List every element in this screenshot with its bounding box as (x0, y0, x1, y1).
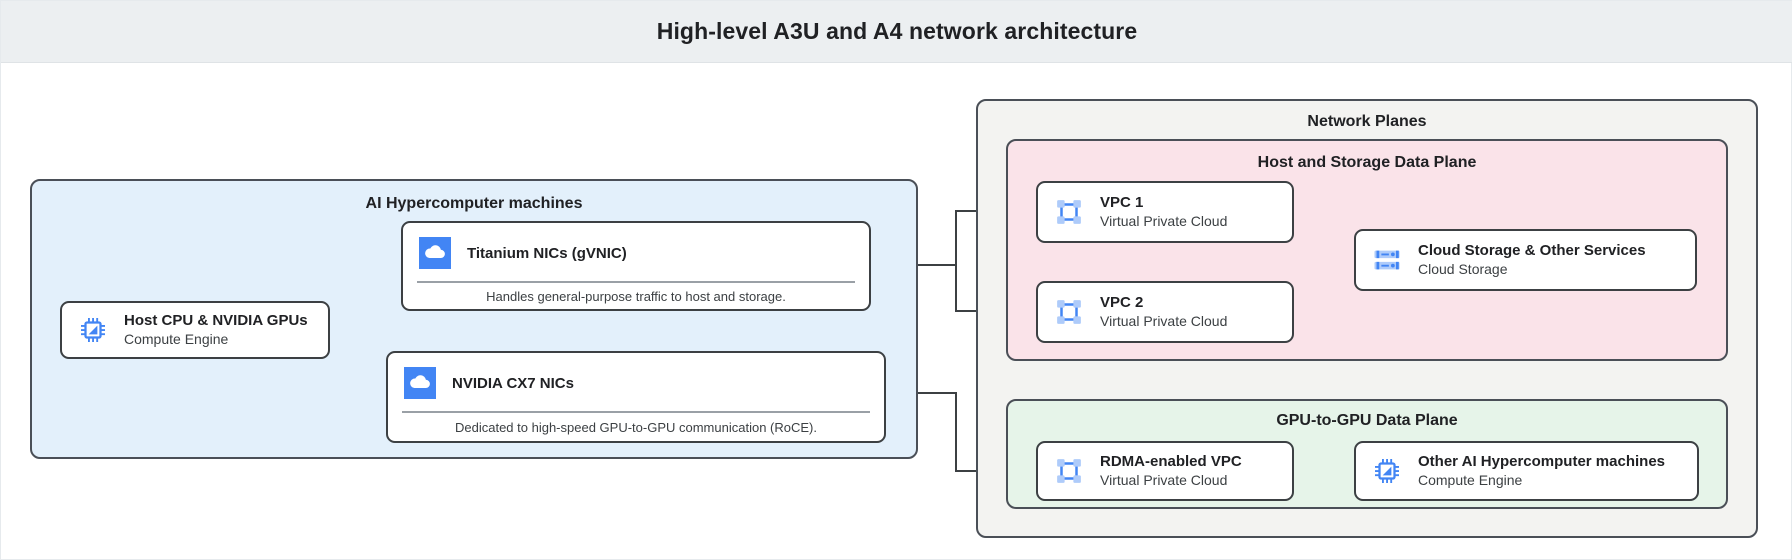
vpc-icon (1052, 195, 1086, 229)
node-host-cpu-gpus[interactable]: Host CPU & NVIDIA GPUs Compute Engine (60, 301, 330, 359)
host-storage-data-plane-title: Host and Storage Data Plane (1257, 154, 1477, 171)
node-vpc-1-subtitle: Virtual Private Cloud (1100, 213, 1228, 230)
node-cloud-storage-title: Cloud Storage & Other Services (1418, 241, 1646, 259)
card-nvidia-cx7-nics[interactable]: NVIDIA CX7 NICs Dedicated to high-speed … (386, 351, 886, 443)
node-vpc-2-title: VPC 2 (1100, 293, 1144, 311)
node-vpc-1[interactable]: VPC 1 Virtual Private Cloud (1036, 181, 1294, 243)
cpu-chip-icon (1370, 454, 1404, 488)
card-titanium-nics[interactable]: Titanium NICs (gVNIC) Handles general-pu… (401, 221, 871, 311)
node-vpc-2-subtitle: Virtual Private Cloud (1100, 313, 1228, 330)
cloud-icon (404, 367, 436, 399)
vpc-icon (1052, 295, 1086, 329)
node-cloud-storage[interactable]: Cloud Storage & Other Services Cloud Sto… (1354, 229, 1697, 291)
card-nvidia-cx7-nics-header: NVIDIA CX7 NICs (388, 353, 884, 411)
card-nvidia-cx7-nics-divider (402, 411, 870, 413)
node-host-cpu-gpus-subtitle: Compute Engine (124, 331, 229, 348)
card-titanium-nics-title: Titanium NICs (gVNIC) (467, 244, 627, 262)
gpu-to-gpu-data-plane-title: GPU-to-GPU Data Plane (1276, 412, 1458, 429)
page-header: High-level A3U and A4 network architectu… (1, 1, 1792, 63)
node-rdma-enabled-vpc-subtitle: Virtual Private Cloud (1100, 472, 1228, 489)
card-titanium-nics-divider (417, 281, 855, 283)
page-title: High-level A3U and A4 network architectu… (656, 18, 1138, 44)
node-host-cpu-gpus-title: Host CPU & NVIDIA GPUs (124, 311, 308, 329)
node-rdma-enabled-vpc-title: RDMA-enabled VPC (1100, 452, 1242, 470)
cpu-chip-icon (76, 313, 110, 347)
node-other-ai-hypercomputer-machines[interactable]: Other AI Hypercomputer machines Compute … (1354, 441, 1699, 501)
node-other-ai-hypercomputer-machines-title: Other AI Hypercomputer machines (1418, 452, 1666, 470)
node-rdma-enabled-vpc[interactable]: RDMA-enabled VPC Virtual Private Cloud (1036, 441, 1294, 501)
network-planes-title: Network Planes (1307, 113, 1427, 130)
node-other-ai-hypercomputer-machines-subtitle: Compute Engine (1418, 472, 1523, 489)
card-titanium-nics-header: Titanium NICs (gVNIC) (403, 223, 869, 281)
storage-rack-icon (1370, 243, 1404, 277)
card-titanium-nics-description: Handles general-purpose traffic to host … (486, 288, 786, 304)
ai-hypercomputer-machines-title: AI Hypercomputer machines (365, 195, 583, 212)
card-nvidia-cx7-nics-title: NVIDIA CX7 NICs (452, 374, 574, 392)
node-cloud-storage-subtitle: Cloud Storage (1418, 261, 1508, 278)
card-nvidia-cx7-nics-description: Dedicated to high-speed GPU-to-GPU commu… (455, 419, 817, 435)
node-vpc-1-title: VPC 1 (1100, 193, 1144, 211)
vpc-icon (1052, 454, 1086, 488)
cloud-icon (419, 237, 451, 269)
node-vpc-2[interactable]: VPC 2 Virtual Private Cloud (1036, 281, 1294, 343)
